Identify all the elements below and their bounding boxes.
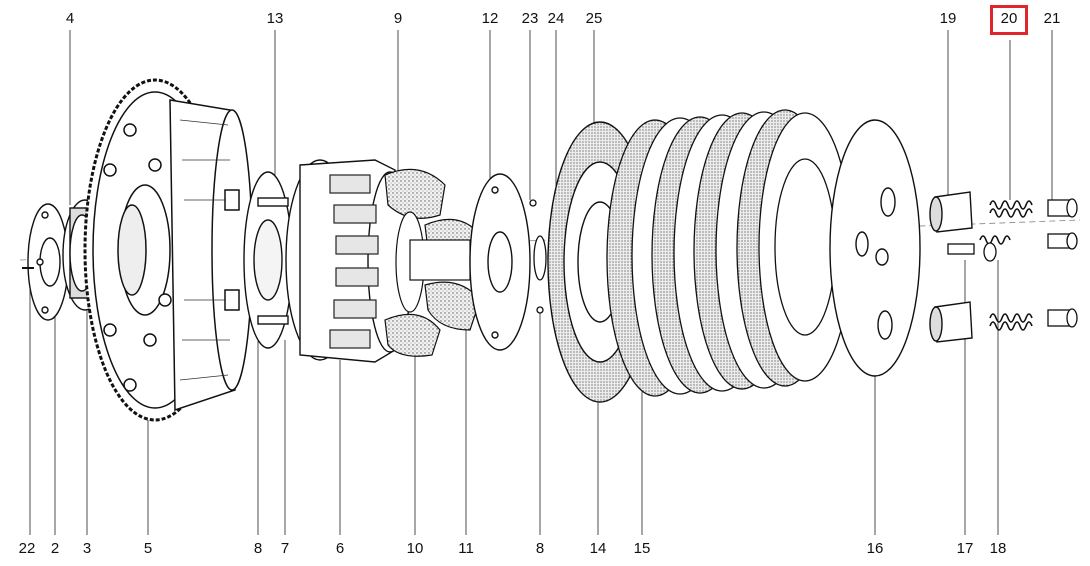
part-19-cups	[929, 191, 973, 343]
label-8-right: 8	[535, 540, 545, 557]
label-23: 23	[521, 10, 539, 27]
highlight-box	[990, 5, 1028, 35]
label-16: 16	[866, 540, 884, 557]
part-9-10-11-rubbers	[384, 168, 481, 357]
part-5-sprocket	[83, 78, 253, 422]
label-4: 4	[65, 10, 75, 27]
part-12-plate	[469, 173, 531, 351]
part-7-plate	[243, 171, 293, 349]
label-5: 5	[143, 540, 153, 557]
label-7: 7	[280, 540, 290, 557]
label-2: 2	[50, 540, 60, 557]
label-20: 20	[1000, 10, 1018, 27]
part-21-screws	[1047, 198, 1078, 328]
label-19: 19	[939, 10, 957, 27]
label-25: 25	[585, 10, 603, 27]
part-6-inner-drum	[285, 159, 413, 363]
label-24: 24	[547, 10, 565, 27]
label-18: 18	[989, 540, 1007, 557]
label-3: 3	[82, 540, 92, 557]
part-16-pressure-plate	[829, 119, 921, 377]
part-15-plate-stack	[606, 109, 852, 397]
label-15: 15	[633, 540, 651, 557]
label-6: 6	[335, 540, 345, 557]
part-17-18-adjuster	[947, 242, 997, 262]
label-10: 10	[406, 540, 424, 557]
leader-lines	[19, 30, 1081, 535]
label-22: 22	[18, 540, 36, 557]
part-20-springs	[979, 200, 1033, 331]
label-12: 12	[481, 10, 499, 27]
label-9: 9	[393, 10, 403, 27]
label-21: 21	[1043, 10, 1061, 27]
label-11: 11	[458, 540, 474, 557]
label-13: 13	[266, 10, 284, 27]
part-2-flange	[27, 203, 69, 321]
label-17: 17	[956, 540, 974, 557]
label-14: 14	[589, 540, 607, 557]
label-8-left: 8	[253, 540, 263, 557]
